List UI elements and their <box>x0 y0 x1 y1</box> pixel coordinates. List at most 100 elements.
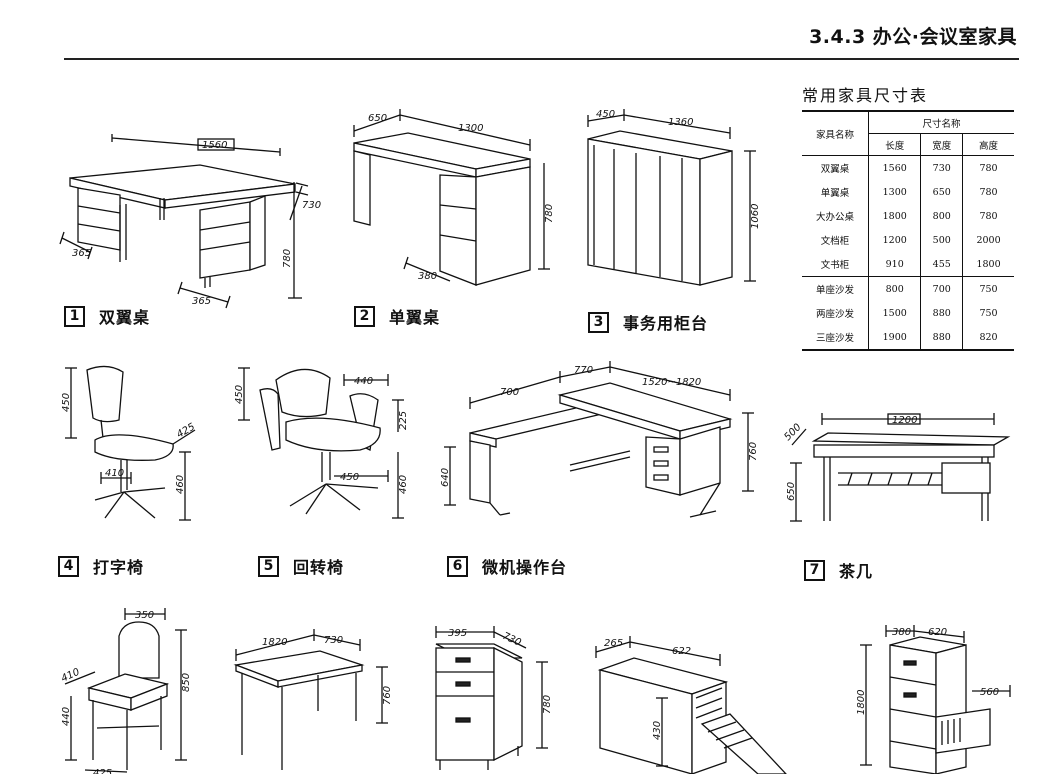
col-header-length: 长度 <box>868 133 922 156</box>
row-width: 730 <box>920 155 964 180</box>
row-height: 780 <box>979 162 998 174</box>
fig11-dim-width: 265 <box>604 638 623 649</box>
figure-2-caption: 2 单翼桌 <box>354 304 440 328</box>
fig6-dim-length: 1520~1820 <box>642 377 701 388</box>
figure-6-computer-workstation: 700 770 1520~1820 640 760 <box>440 361 759 518</box>
figure-3-office-counter: 450 1360 1060 <box>587 109 761 286</box>
figure-5-swivel-chair: 450 440 225 450 460 <box>234 367 409 519</box>
figure-7-tea-table: 1200 500 650 <box>782 413 1011 522</box>
row-length: 910 <box>868 252 922 277</box>
fig5-dim-seat-depth: 450 <box>340 472 359 483</box>
fig5-dim-backrest: 450 <box>234 385 245 404</box>
fig10-dim-width: 395 <box>448 628 467 639</box>
row-width: 500 <box>920 228 964 252</box>
fig12-dim-height: 1800 <box>856 690 867 715</box>
figure-7-caption: 7 茶几 <box>804 558 873 582</box>
figure-5-label: 回转椅 <box>293 558 345 577</box>
figure-6-label: 微机操作台 <box>482 558 568 577</box>
fig8-dim-seat-height: 440 <box>61 707 72 726</box>
fig3-dim-height: 1060 <box>750 204 761 229</box>
figure-1-number: 1 <box>64 305 85 327</box>
fig7-dim-height: 650 <box>786 482 797 501</box>
fig6-dim-return-height: 640 <box>440 468 451 487</box>
fig8-dim-width: 350 <box>135 610 154 621</box>
row-height: 780 <box>979 186 998 198</box>
figure-1-double-pedestal-desk: 1560 730 365 780 365 <box>59 134 321 309</box>
table-row: 大办公桌 1800 800 780 <box>802 204 1014 228</box>
table-row: 双翼桌 1560 730 780 <box>802 155 1014 180</box>
col-header-span: 尺寸名称 <box>868 111 1014 134</box>
fig1-dim-pedestal-right: 365 <box>192 296 211 307</box>
figure-4-number: 4 <box>58 555 79 577</box>
row-length: 1200 <box>868 228 922 252</box>
figure-3-caption: 3 事务用柜台 <box>588 310 708 334</box>
fig10-dim-depth: 730 <box>501 631 523 649</box>
table-row: 单翼桌 1300 650 780 <box>802 180 1014 204</box>
fig6-dim-depth: 770 <box>574 365 593 376</box>
col-header-height: 高度 <box>979 140 999 152</box>
fig2-dim-pedestal: 380 <box>418 271 437 282</box>
fig4-dim-depth: 425 <box>175 422 197 441</box>
fig5-dim-seat-height: 460 <box>398 475 409 494</box>
row-height: 780 <box>979 210 998 222</box>
fig2-dim-length: 1300 <box>458 123 483 134</box>
fig5-dim-width: 440 <box>354 376 373 387</box>
section-title: 3.4.3 办公·会议室家具 <box>809 26 1017 48</box>
fig11-dim-height: 430 <box>652 721 663 740</box>
fig1-dim-length: 1560 <box>202 140 227 151</box>
fig12-dim-depth: 380 <box>892 627 911 638</box>
row-width: 455 <box>920 252 964 277</box>
row-name: 文书柜 <box>802 252 869 277</box>
row-height: 750 <box>962 276 1014 301</box>
col-header-name: 家具名称 <box>802 111 869 156</box>
table-title: 常用家具尺寸表 <box>802 86 929 105</box>
fig6-dim-height: 760 <box>748 442 759 461</box>
figure-2-number: 2 <box>354 305 375 327</box>
fig1-dim-pedestal-left: 365 <box>72 248 91 259</box>
fig1-dim-height: 780 <box>282 249 293 268</box>
table-row: 三座沙发 1900 880 820 <box>802 325 1014 350</box>
row-length: 1560 <box>868 155 922 180</box>
figure-8-side-chair: 350 410 850 440 425 <box>60 608 192 774</box>
figure-6-number: 6 <box>447 555 468 577</box>
row-width: 800 <box>920 204 964 228</box>
fig12-dim-drawer: 560 <box>980 687 999 698</box>
fig12-dim-width: 620 <box>928 627 947 638</box>
fig6-dim-return: 700 <box>500 387 519 398</box>
figure-5-number: 5 <box>258 555 279 577</box>
figure-7-number: 7 <box>804 559 825 581</box>
furniture-dimension-table: 家具名称 尺寸名称 长度 宽度 高度 双翼桌 1560 730 780 单翼桌 … <box>802 110 1014 351</box>
row-width: 880 <box>920 301 964 325</box>
fig3-dim-depth: 450 <box>596 109 615 120</box>
figure-4-typing-chair: 450 425 410 460 <box>61 365 197 521</box>
figure-2-single-pedestal-desk: 650 1300 780 380 <box>353 109 555 286</box>
figure-7-label: 茶几 <box>839 562 874 581</box>
header-rule <box>64 58 1019 60</box>
row-name: 三座沙发 <box>802 325 869 350</box>
row-length: 1500 <box>868 301 922 325</box>
fig10-dim-height: 780 <box>542 695 553 714</box>
fig7-dim-depth: 500 <box>782 422 803 443</box>
figure-3-number: 3 <box>588 311 609 333</box>
row-name: 大办公桌 <box>802 204 869 228</box>
fig9-dim-length: 1820 <box>262 637 287 648</box>
row-width: 700 <box>920 276 964 301</box>
fig4-dim-seat-height: 460 <box>175 475 186 494</box>
fig5-dim-arm-height: 225 <box>398 411 409 430</box>
fig9-dim-depth: 730 <box>324 635 343 646</box>
table-row: 文档柜 1200 500 2000 <box>802 228 1014 252</box>
col-header-width: 宽度 <box>920 133 964 156</box>
page-header: 3.4.3 办公·会议室家具 <box>0 0 1045 64</box>
figure-4-caption: 4 打字椅 <box>58 554 144 578</box>
fig2-dim-depth: 650 <box>368 113 387 124</box>
figure-1-label: 双翼桌 <box>99 308 151 327</box>
fig8-dim-height: 850 <box>181 673 192 692</box>
furniture-dimension-table-section: 常用家具尺寸表 家具名称 尺寸名称 长度 宽度 高度 双翼桌 1560 730 … <box>802 82 1014 351</box>
row-height: 2000 <box>976 234 1001 246</box>
row-name: 文档柜 <box>802 228 869 252</box>
row-name: 单翼桌 <box>802 180 869 204</box>
figure-1-caption: 1 双翼桌 <box>64 304 150 328</box>
figure-3-label: 事务用柜台 <box>623 314 709 333</box>
row-length: 1800 <box>868 204 922 228</box>
row-width: 880 <box>920 325 964 350</box>
